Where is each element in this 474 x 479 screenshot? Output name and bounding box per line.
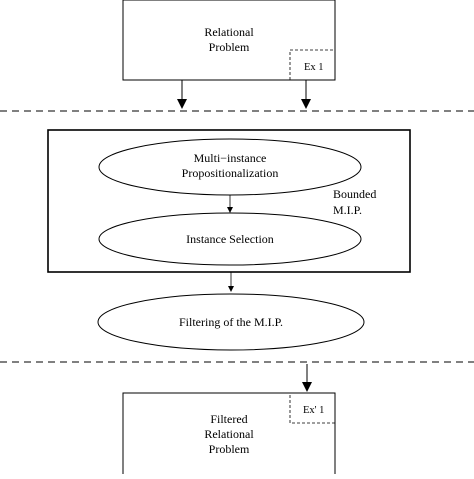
filtered-problem-line-1: Filtered (210, 412, 247, 426)
filtering-label: Filtering of the M.I.P. (179, 315, 283, 329)
example-subbox (289, 49, 336, 81)
filtered-example-tag: Ex' 1 (303, 405, 324, 416)
filtered-example-subbox (289, 392, 336, 424)
instance-selection-label: Instance Selection (186, 232, 274, 246)
example-tag: Ex 1 (304, 62, 324, 73)
filtered-problem-line-3: Problem (209, 442, 250, 456)
relational-problem-line-1: Relational (204, 25, 254, 39)
filtering-step: Filtering of the M.I.P. (97, 293, 365, 351)
relational-problem-line-2: Problem (209, 40, 250, 54)
propositionalization-line-1: Multi−instance (194, 151, 267, 165)
filtered-relational-problem-box: Filtered Relational Problem Ex' 1 (122, 392, 336, 479)
filtering-ellipse (97, 293, 365, 351)
propositionalization-line-2: Propositionalization (182, 166, 279, 180)
filtered-problem-line-2: Relational (204, 427, 254, 441)
bounded-mip-label-line-2: M.I.P. (333, 203, 362, 217)
instance-selection-ellipse (98, 212, 362, 266)
relational-problem-box: Relational Problem Ex 1 (122, 0, 336, 81)
bounded-mip-box: Multi−instance Propositionalization Inst… (47, 129, 411, 273)
bounded-mip-label-line-1: Bounded (333, 187, 376, 201)
